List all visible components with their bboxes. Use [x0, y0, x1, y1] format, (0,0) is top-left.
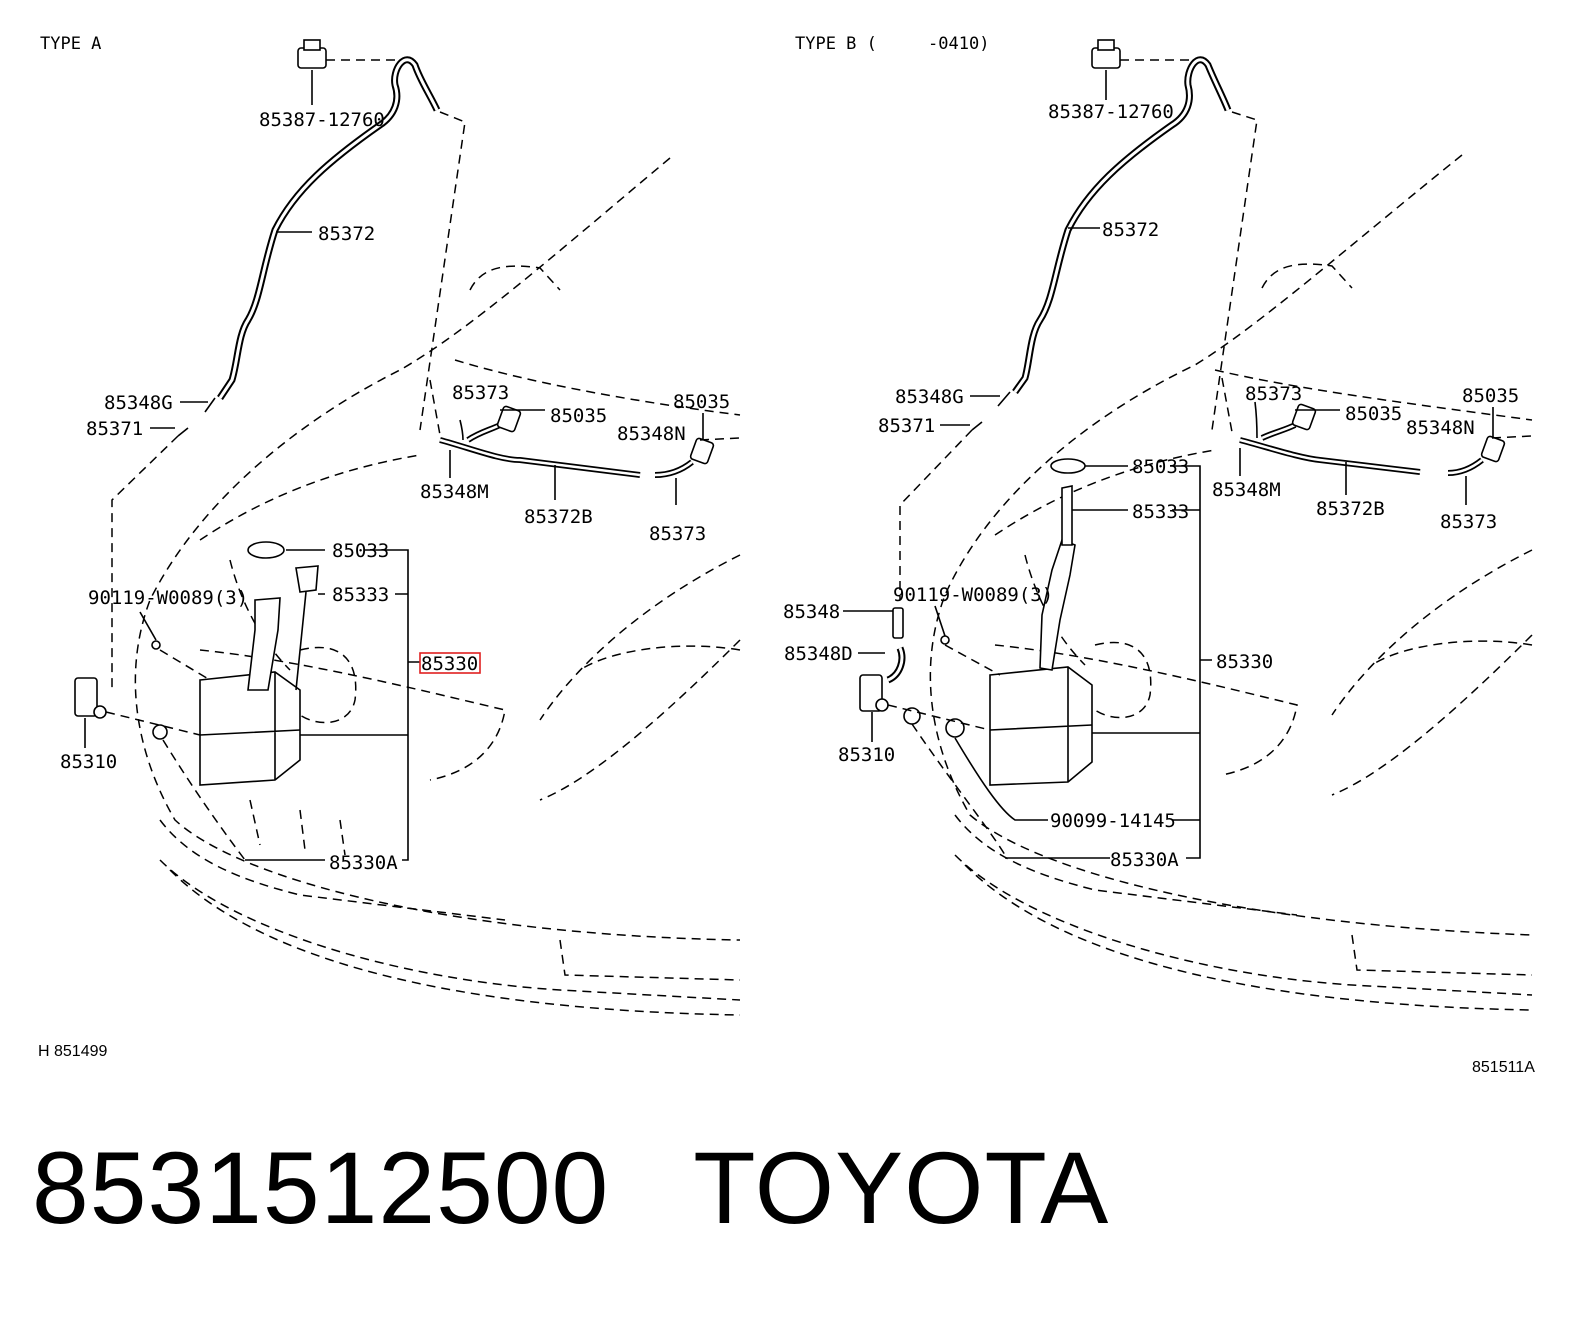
label-inlet-b: 85333: [1132, 501, 1189, 523]
washer-tank-b: [859, 458, 1093, 856]
label-hose-b-b: 85372B: [1316, 498, 1385, 520]
label-nozzle-right-b: 85035: [1462, 385, 1519, 407]
diagram-type-a: TYPE A: [38, 34, 741, 1060]
brand-name: TOYOTA: [693, 1131, 1110, 1245]
label-tank-b: 85330: [1216, 651, 1273, 673]
gasket-a: [247, 541, 285, 559]
label-pump-a: 85310: [60, 751, 117, 773]
label-hose-right-low-a: 85373: [649, 523, 706, 545]
nozzle-left-a: [496, 405, 522, 433]
label-nozzle-top-a: 85387-12760: [259, 109, 385, 131]
grommet-b: [903, 707, 921, 725]
label-screw-b: 90119-W0089(3): [893, 584, 1053, 606]
label-joint-g-a: 85348G: [104, 392, 173, 414]
ref-code-a: H 851499: [38, 1043, 107, 1060]
nozzle-top-b: [1091, 47, 1121, 69]
washer-tank-a: [74, 541, 319, 861]
car-body-outline-a: [134, 157, 741, 1016]
label-hose-right-b: 85373: [1245, 383, 1302, 405]
label-inlet-a: 85333: [332, 584, 389, 606]
nozzle-right-b: [1480, 435, 1506, 463]
gasket-b: [1050, 458, 1086, 474]
hose-assembly-a: [111, 39, 741, 690]
footer-caption: 8531512500 TOYOTA: [32, 1130, 1109, 1250]
label-screw-a: 90119-W0089(3): [88, 587, 248, 609]
label-joint-m-a: 85348M: [420, 481, 489, 503]
type-b-header: TYPE B ( -0410): [795, 34, 989, 54]
ref-code-b: 851511A: [1472, 1059, 1535, 1076]
nozzle-top-a: [297, 47, 327, 69]
label-nozzle-top-b: 85387-12760: [1048, 101, 1174, 123]
label-joint-n-a: 85348N: [617, 423, 686, 445]
label-tank-sub-a: 85330A: [329, 852, 398, 874]
label-hose-lower-a: 85371: [86, 418, 143, 440]
highlight-box-tank-a: [419, 652, 481, 674]
filler-neck-a: [247, 597, 281, 691]
label-pump-b: 85310: [838, 744, 895, 766]
label-nozzle-right-a: 85035: [673, 391, 730, 413]
label-joint-n-b: 85348N: [1406, 417, 1475, 439]
leaders-b: [843, 70, 1494, 859]
label-joint-d-b: 85348D: [784, 643, 853, 665]
label-tank-sub-b: 85330A: [1110, 849, 1179, 871]
label-hose-main-b: 85372: [1102, 219, 1159, 241]
label-gasket-b: 85033: [1132, 456, 1189, 478]
part-number: 8531512500: [32, 1131, 610, 1245]
pump-a: [74, 677, 98, 717]
car-body-outline-b: [929, 154, 1533, 1011]
label-joint-m-b: 85348M: [1212, 479, 1281, 501]
label-joint-b: 85348: [783, 601, 840, 623]
label-hose-b-a: 85372B: [524, 506, 593, 528]
label-nozzle-left-a: 85035: [550, 405, 607, 427]
label-joint-g-b: 85348G: [895, 386, 964, 408]
label-hose-main-a: 85372: [318, 223, 375, 245]
leaders-a: [84, 70, 704, 861]
type-a-header: TYPE A: [40, 34, 101, 54]
label-hose-right-a: 85373: [452, 382, 509, 404]
nozzle-right-a: [689, 437, 715, 465]
label-gasket-a: 85033: [332, 540, 389, 562]
label-hose-right-low-b: 85373: [1440, 511, 1497, 533]
nozzle-left-b: [1291, 403, 1317, 431]
joint-b: [892, 607, 904, 639]
label-hose-lower-b: 85371: [878, 415, 935, 437]
label-grommet-b: 90099-14145: [1050, 810, 1176, 832]
label-nozzle-left-b: 85035: [1345, 403, 1402, 425]
diagram-type-b: TYPE B ( -0410): [783, 34, 1535, 1076]
filler-neck-b: [1039, 538, 1076, 671]
label-tank-a-highlighted[interactable]: 85330: [421, 653, 478, 675]
